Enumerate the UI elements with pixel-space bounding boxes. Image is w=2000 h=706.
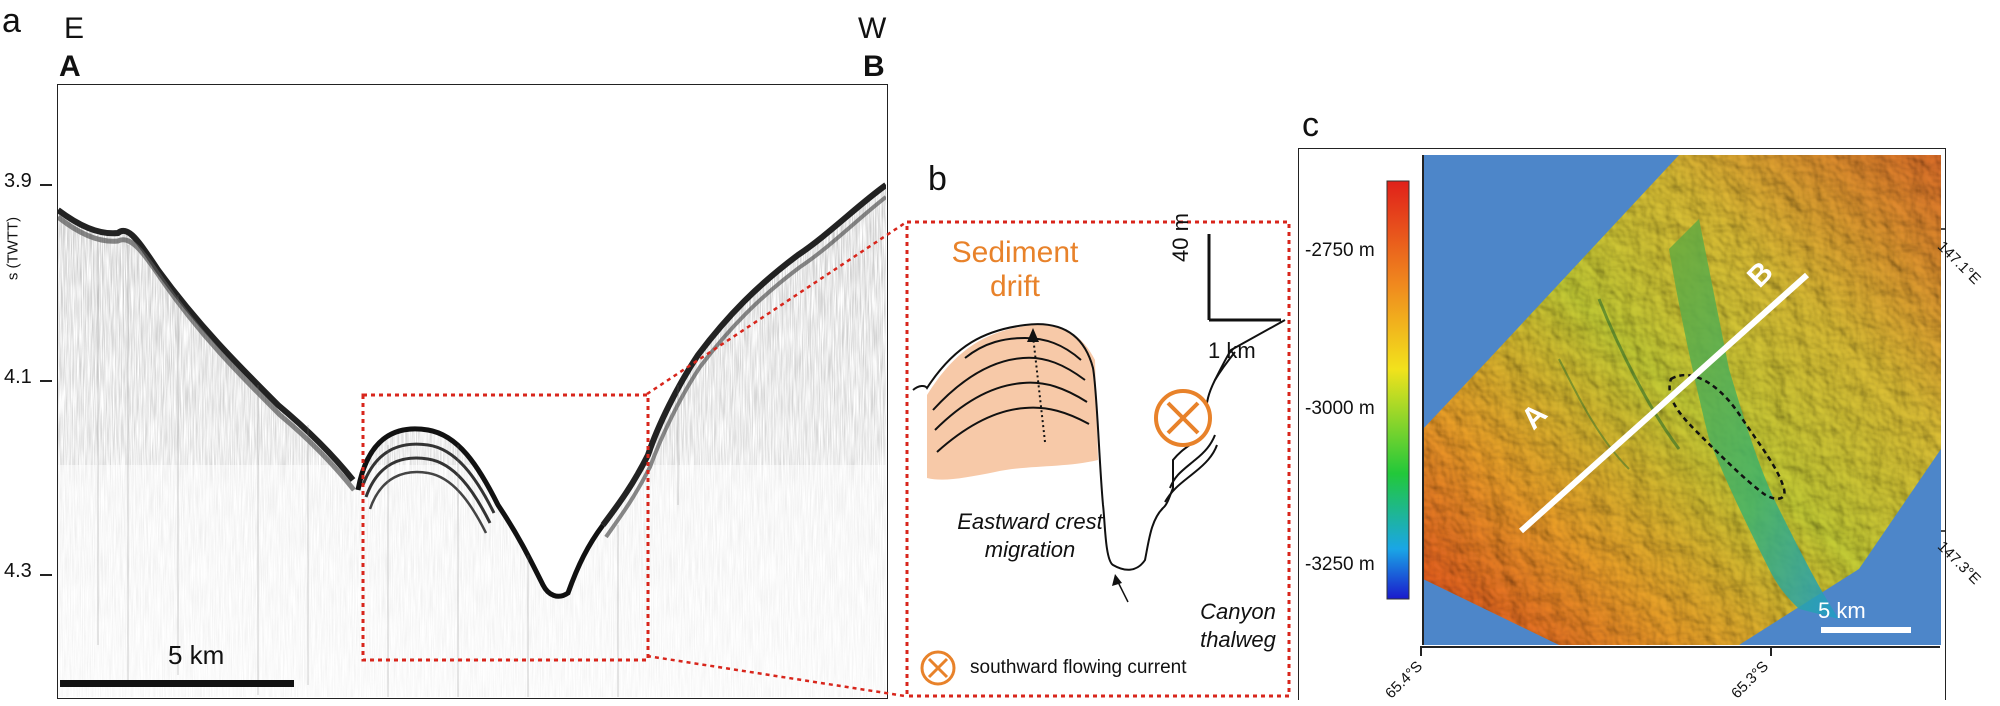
- map-scale-label: 5 km: [1818, 598, 1866, 623]
- profile-point-b-label: B: [863, 50, 885, 83]
- canyon-thalweg-caption: Canyon thalweg: [1200, 599, 1276, 652]
- sediment-drift-title: Sediment drift: [940, 236, 1090, 304]
- colorbar-label: -2750 m: [1305, 240, 1375, 261]
- y-tick-label: 4.3: [4, 560, 32, 582]
- map-bottom-axis: [1420, 646, 1940, 648]
- direction-east-label: E: [64, 12, 85, 45]
- scale-bar: [60, 680, 294, 687]
- vertical-scale-label: 40 m: [1168, 213, 1193, 262]
- seismic-profile-image: [56, 182, 888, 697]
- sediment-drift-title-line1: Sediment: [951, 236, 1079, 269]
- y-tick-mark: [40, 380, 52, 382]
- horizontal-scale-label: 1 km: [1208, 338, 1256, 363]
- drift-outline: [1668, 373, 1786, 500]
- sediment-drift-title-line2: drift: [989, 270, 1040, 303]
- drift-schematic: [905, 220, 1291, 698]
- seismic-profile-frame: [56, 84, 888, 699]
- panel-a-letter: a: [2, 2, 21, 40]
- y-tick-label: 4.1: [4, 366, 32, 388]
- direction-west-label: W: [858, 12, 887, 45]
- y-tick-label: 3.9: [4, 170, 32, 192]
- crest-migration-caption: Eastward crest migration: [957, 509, 1103, 562]
- panel-c-letter: c: [1302, 106, 1319, 144]
- zoom-box: [361, 393, 650, 662]
- bathymetry-map-frame: [1298, 148, 1949, 700]
- lat-tick-mark: [1420, 646, 1422, 656]
- colorbar-label: -3000 m: [1305, 398, 1375, 419]
- depth-color-bar: [1386, 180, 1410, 600]
- legend-current-label: southward flowing current: [970, 657, 1187, 678]
- scale-bar-label: 5 km: [168, 640, 225, 670]
- panel-b-letter: b: [928, 160, 947, 198]
- y-tick-mark: [40, 574, 52, 576]
- detail-box: [905, 220, 1291, 698]
- lat-tick-mark: [1770, 646, 1772, 656]
- profile-point-a-label: A: [59, 50, 81, 83]
- sediment-drift-fill: [927, 324, 1098, 480]
- profile-line-ab: [1518, 272, 1810, 534]
- bathymetry-map: [1301, 155, 1949, 645]
- map-scale-bar: [1821, 627, 1911, 633]
- colorbar-label: -3250 m: [1305, 554, 1375, 575]
- y-tick-mark: [40, 184, 52, 186]
